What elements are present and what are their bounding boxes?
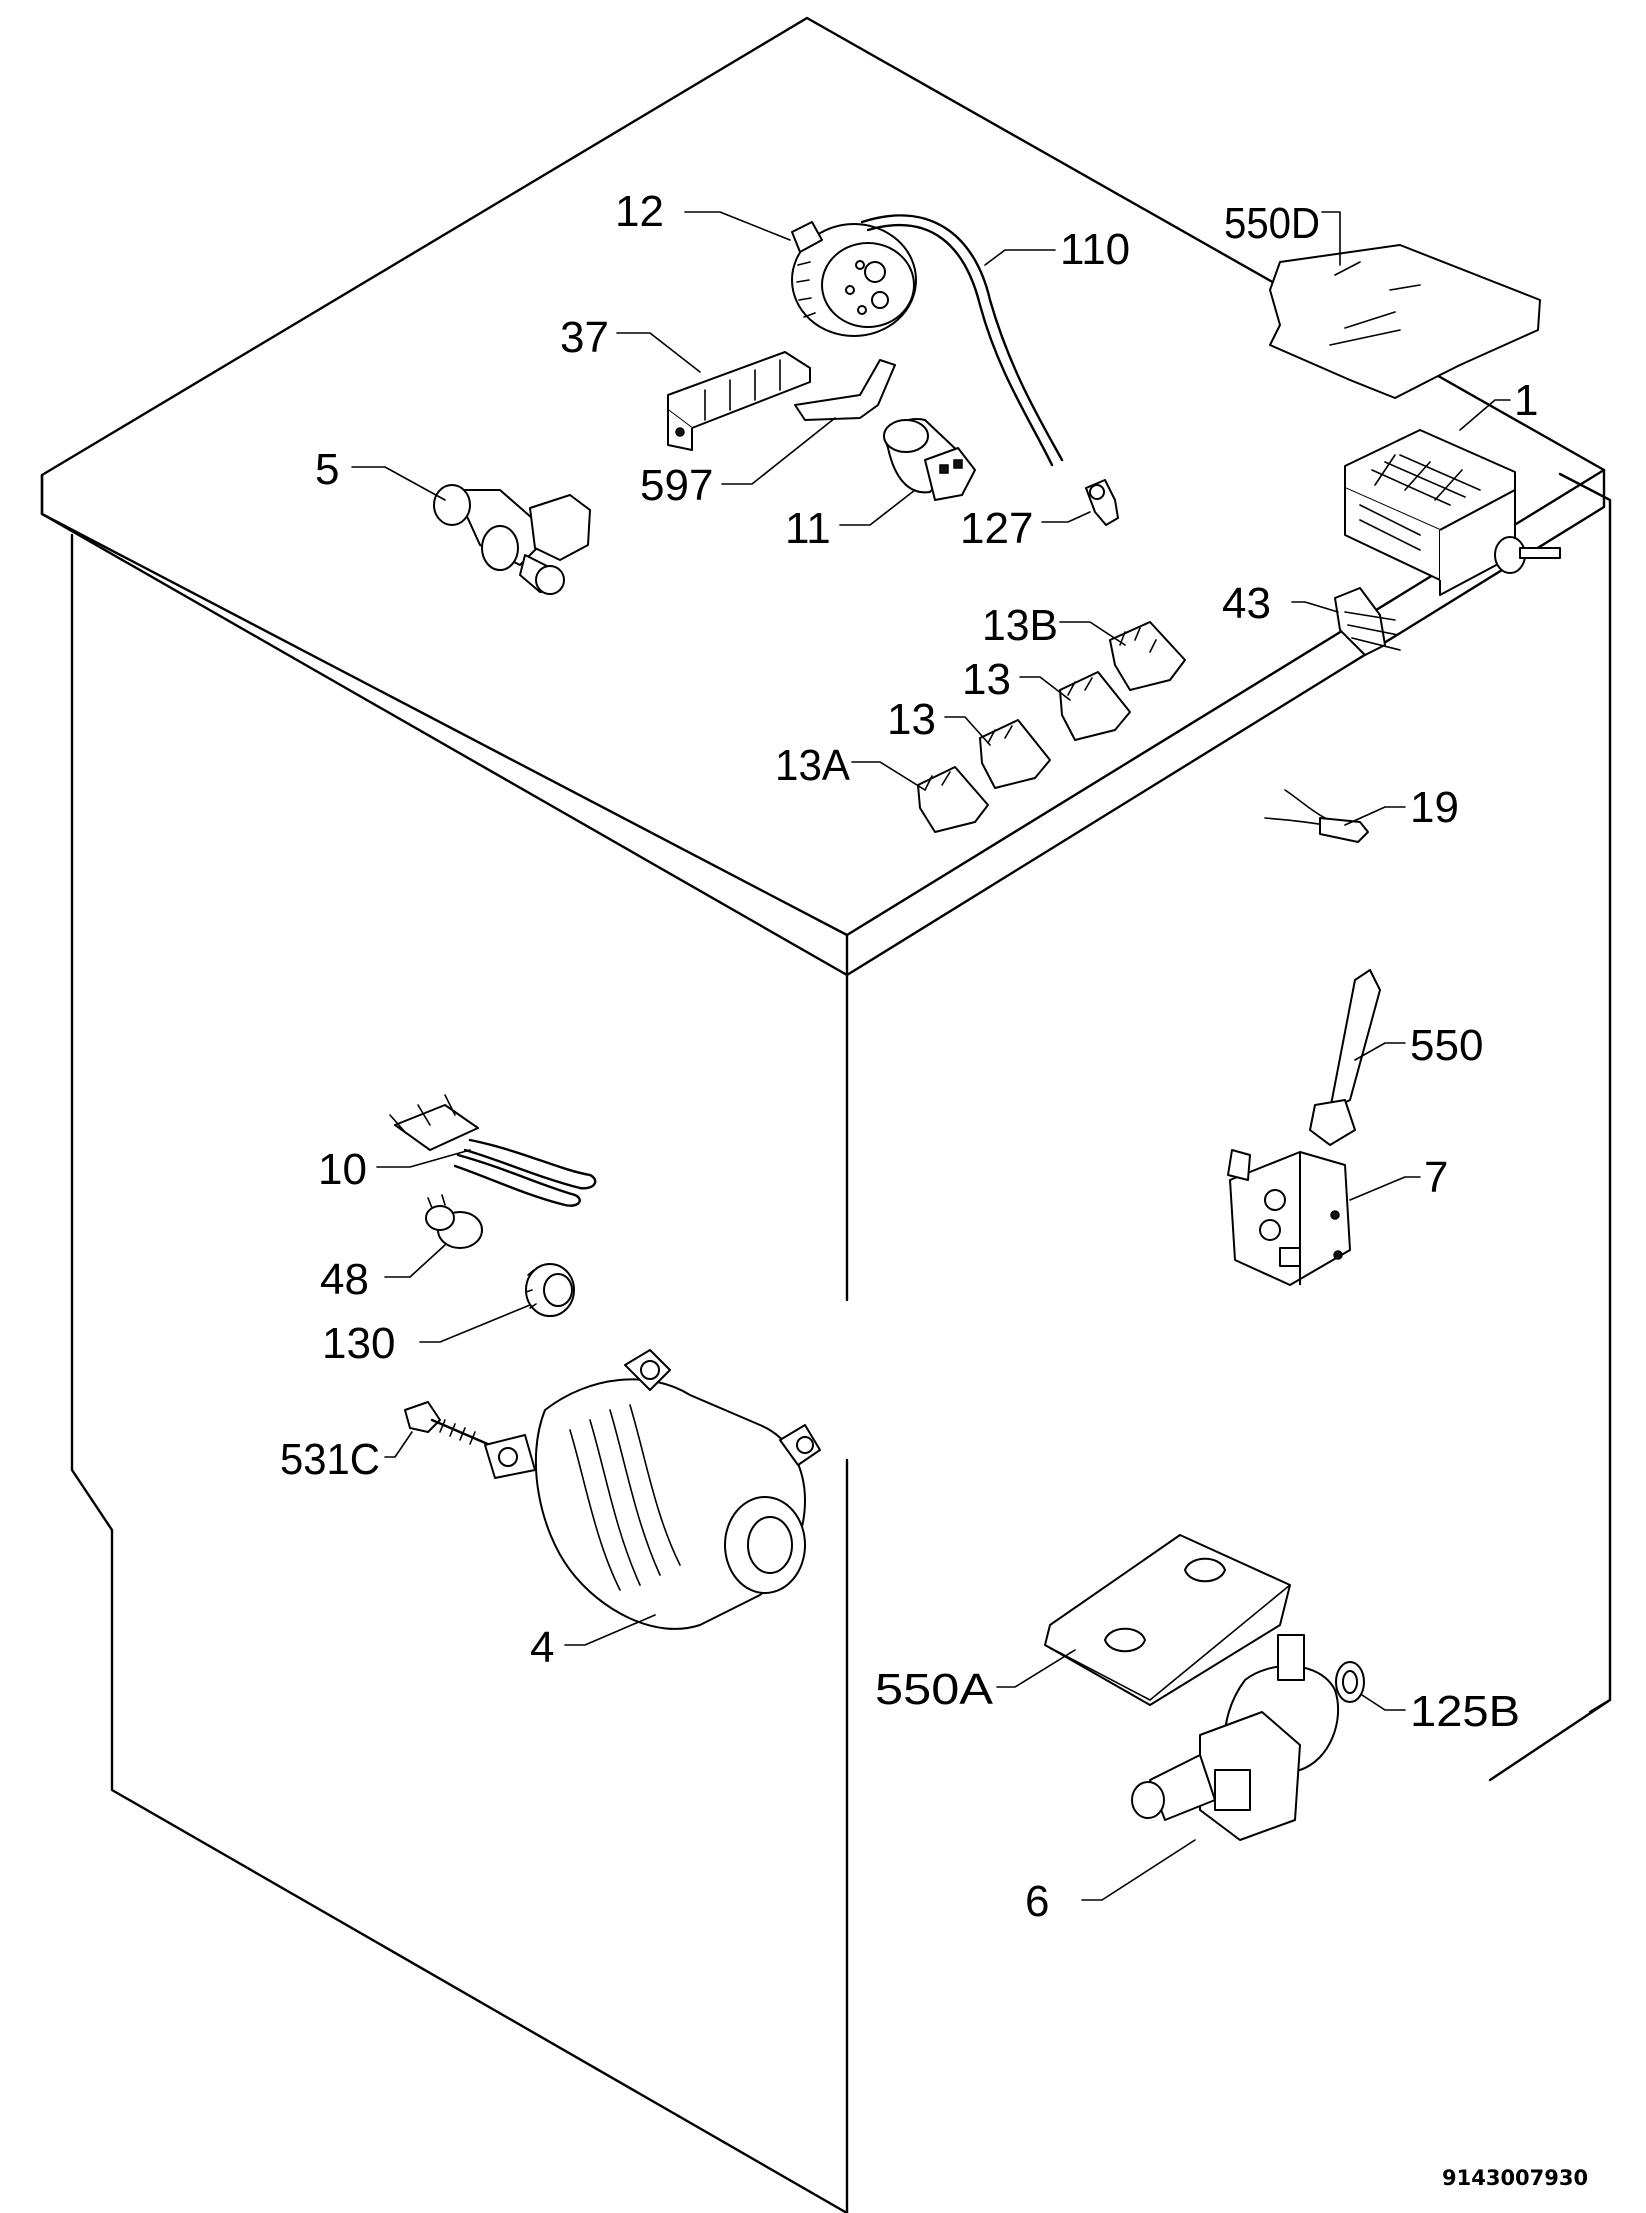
door-interlock-part-7 bbox=[1227, 1149, 1351, 1286]
part-label: 130 bbox=[322, 1319, 395, 1368]
part-label: 19 bbox=[1410, 783, 1459, 832]
part-label: 597 bbox=[640, 461, 713, 510]
part-label: 7 bbox=[1424, 1153, 1448, 1202]
part-label: 550 bbox=[1410, 1021, 1483, 1070]
part-label: 10 bbox=[318, 1145, 367, 1194]
temperature-sensor-part-19 bbox=[1264, 789, 1369, 843]
screw-part-531C bbox=[404, 1401, 492, 1447]
part-label: 531C bbox=[280, 1435, 380, 1484]
wiring-harness-part-550 bbox=[1309, 969, 1381, 1146]
connector-block-part-13-upper bbox=[1059, 671, 1131, 741]
part-label: 43 bbox=[1222, 579, 1271, 628]
part-label: 48 bbox=[320, 1255, 369, 1304]
part-label: 6 bbox=[1025, 1877, 1049, 1926]
terminal-block-part-37 bbox=[667, 351, 811, 451]
part-labels: 12 110 550D 37 1 5 597 11 127 43 13B 13 … bbox=[280, 187, 1538, 1926]
seal-ring-part-125B bbox=[1335, 1661, 1365, 1703]
part-label: 127 bbox=[960, 504, 1033, 553]
motor-part-4 bbox=[484, 1349, 821, 1630]
part-label: 13 bbox=[887, 695, 936, 744]
part-label: 37 bbox=[560, 313, 609, 362]
part-label: 5 bbox=[315, 445, 339, 494]
cabinet-outline bbox=[40, 16, 1612, 2213]
programme-timer-part-1 bbox=[1344, 429, 1561, 596]
thermostat-part-48 bbox=[425, 1194, 483, 1249]
connector-block-part-13A bbox=[917, 766, 989, 833]
part-label: 1 bbox=[1514, 376, 1538, 425]
inlet-valve-part-5 bbox=[433, 484, 591, 595]
connector-block-part-13B bbox=[1109, 621, 1186, 691]
drain-pump-part-6 bbox=[1131, 1634, 1340, 1841]
part-label: 110 bbox=[1060, 225, 1130, 274]
part-label: 11 bbox=[785, 504, 831, 553]
drawing-number: 9143007930 bbox=[1442, 2166, 1588, 2190]
capacitor-part-11 bbox=[883, 418, 976, 501]
pressure-switch-part-12 bbox=[791, 221, 917, 337]
connector-block-part-13-lower bbox=[979, 719, 1051, 789]
connector-part-127 bbox=[1085, 479, 1119, 526]
part-label: 13A bbox=[775, 741, 851, 790]
leader-lines bbox=[351, 211, 1511, 1901]
hose-part-110 bbox=[860, 214, 1064, 467]
part-label: 13 bbox=[962, 655, 1011, 704]
part-label: 13B bbox=[982, 601, 1058, 650]
bush-part-130 bbox=[525, 1263, 575, 1317]
part-label: 550A bbox=[875, 1665, 994, 1714]
part-label: 125B bbox=[1410, 1687, 1520, 1736]
clip-part-597 bbox=[794, 359, 896, 421]
interference-filter-part-43 bbox=[1334, 587, 1401, 656]
part-label: 12 bbox=[615, 187, 664, 236]
cover-plate-part-550D bbox=[1269, 244, 1541, 399]
part-label: 550D bbox=[1224, 199, 1320, 248]
part-label: 4 bbox=[530, 1623, 554, 1672]
heating-element-part-10 bbox=[389, 1094, 597, 1207]
cover-part-550A bbox=[1044, 1534, 1291, 1706]
